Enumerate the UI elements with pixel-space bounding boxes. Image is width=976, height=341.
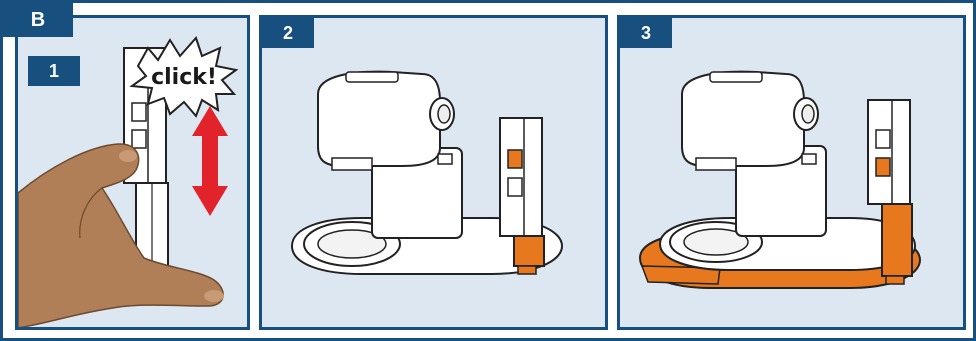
panel-1-illustration: click!	[18, 18, 250, 330]
panel-2: 2	[259, 15, 608, 330]
panel-3-illustration	[620, 18, 966, 330]
click-callout: click!	[151, 65, 217, 90]
panel-1: 1 click!	[15, 15, 250, 330]
panel-2-illustration	[262, 18, 608, 330]
hand-icon	[18, 144, 224, 328]
double-arrow-icon	[192, 106, 228, 216]
click-burst-icon: click!	[132, 38, 236, 116]
section-label: B	[3, 3, 73, 37]
panel-3: 3	[617, 15, 966, 330]
